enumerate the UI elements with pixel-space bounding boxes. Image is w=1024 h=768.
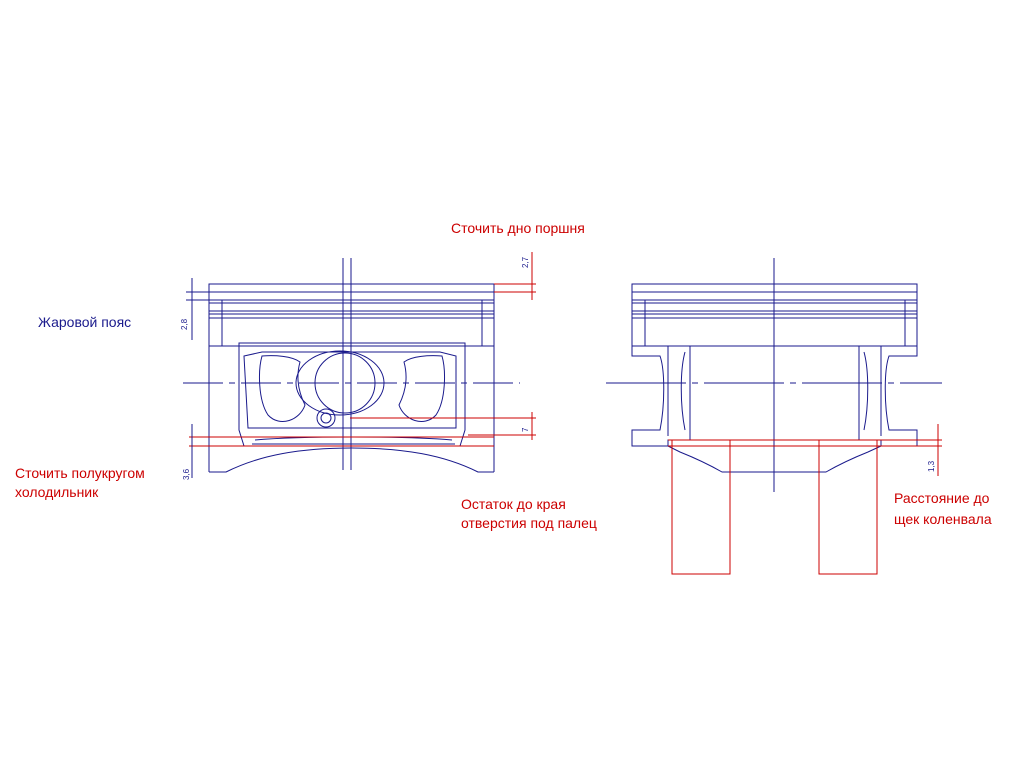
dim-left-bottom: 3,6 [182, 468, 191, 480]
dim-right-middle: 7 [521, 427, 530, 432]
left-boss-right [398, 355, 445, 423]
left-center-lines [183, 258, 520, 470]
left-note-label-2: холодильник [15, 484, 99, 500]
left-dimension-markers [186, 278, 209, 478]
right-boss-left-inner [667, 346, 686, 436]
left-skirt-bottom [209, 447, 494, 473]
left-note-label-1: Сточить полукругом [15, 465, 145, 481]
right-boss-right-inner [863, 346, 882, 436]
right-red-annotations [668, 424, 942, 575]
left-piston-view [208, 283, 495, 473]
middle-note-label-1: Остаток до края [461, 496, 566, 512]
left-oil-hole-inner [320, 412, 332, 424]
right-boss-right [858, 345, 918, 447]
left-red-annotations [189, 252, 536, 447]
dim-right-view-bottom: 1,3 [927, 460, 936, 472]
left-inner-cavity-2 [243, 351, 457, 429]
dim-right-top: 2,7 [521, 256, 530, 268]
middle-note-label-2: отверстия под палец [461, 515, 597, 531]
right-note-label-2: щек коленвала [894, 511, 992, 527]
left-oil-hole-outer [316, 408, 336, 428]
right-boss-left [631, 345, 691, 447]
right-center-lines [606, 258, 942, 492]
right-crank-cheek-left [671, 439, 731, 575]
top-note-label: Сточить дно поршня [451, 220, 585, 236]
right-note-label-1: Расстояние до [894, 490, 990, 506]
fire-belt-label: Жаровой пояс [38, 314, 131, 330]
dim-left-top: 2,8 [180, 318, 189, 330]
left-boss-left [259, 355, 306, 423]
left-inner-cavity [238, 342, 466, 447]
